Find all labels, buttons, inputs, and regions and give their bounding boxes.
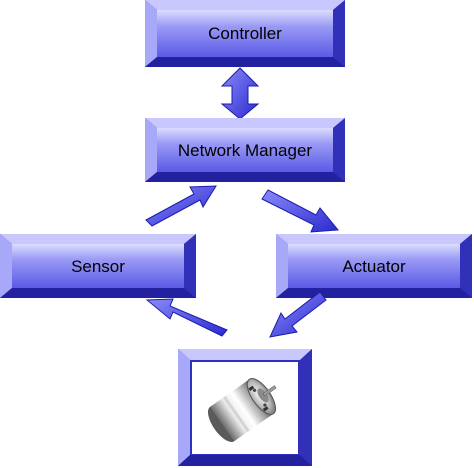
- controller-label: Controller: [208, 24, 282, 43]
- network-manager-box: Network Manager: [145, 118, 345, 182]
- controller-box: Controller: [145, 0, 345, 67]
- actuator-to-motor-arrow: [270, 292, 326, 337]
- motor-to-sensor-arrow: [147, 299, 227, 336]
- network-manager-label: Network Manager: [178, 141, 313, 160]
- sensor-to-network-arrow: [146, 186, 216, 226]
- actuator-label: Actuator: [342, 257, 406, 276]
- sensor-label: Sensor: [71, 257, 125, 276]
- controller-network-arrow: [222, 68, 258, 119]
- actuator-box: Actuator: [276, 234, 472, 298]
- sensor-box: Sensor: [0, 234, 196, 298]
- network-to-actuator-arrow: [262, 190, 338, 232]
- motor-box: [178, 349, 312, 466]
